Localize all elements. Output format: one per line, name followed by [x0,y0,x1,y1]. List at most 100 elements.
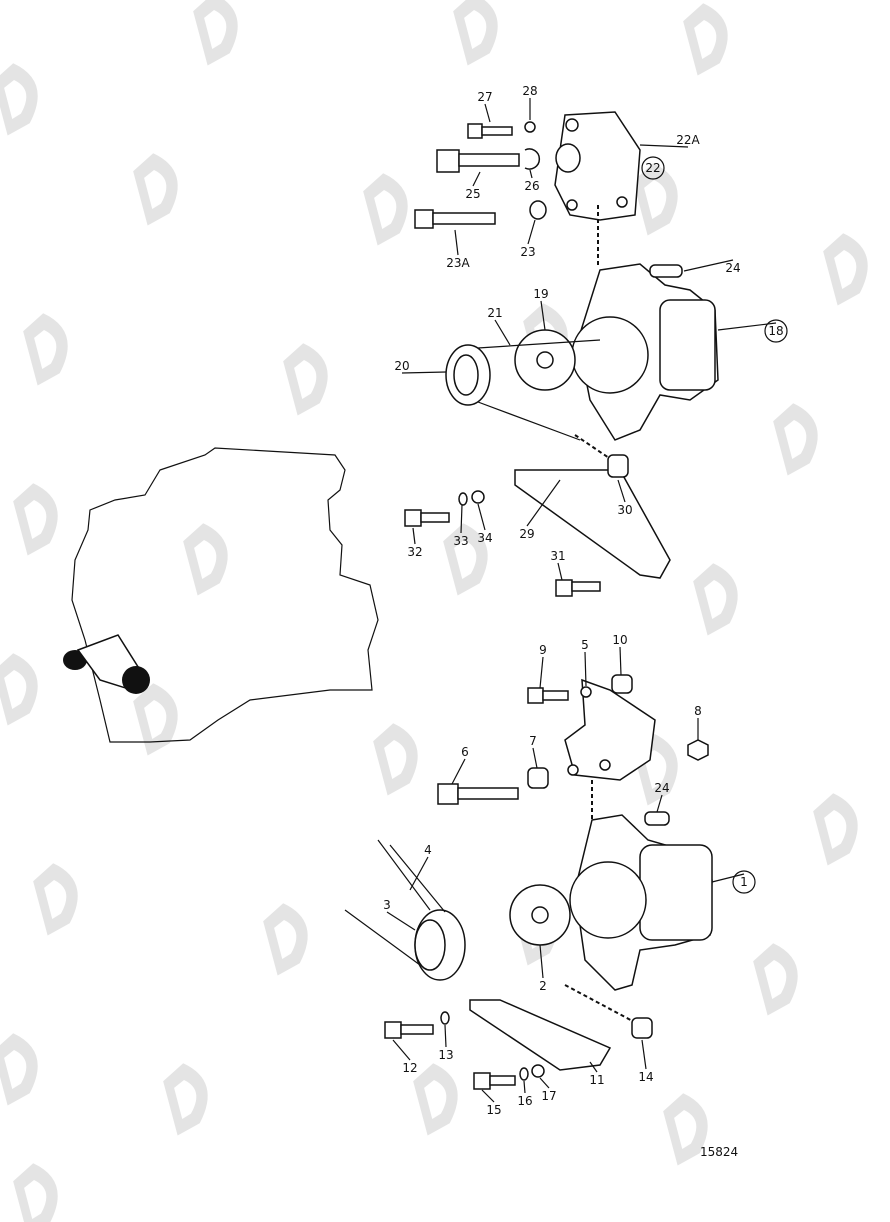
watermark-logo-icon [0,63,38,136]
part-label-upper: 31 [550,549,565,563]
leader-line [539,656,544,689]
pulley-3 [414,909,466,981]
part-label-upper: 29 [519,527,534,541]
part-label-upper: 32 [407,545,422,559]
belt-21 [477,339,601,441]
part-label-upper: 28 [522,84,537,98]
leader-line [532,747,538,769]
part-label-lower: 12 [402,1061,417,1075]
part-label-upper: 19 [533,287,548,301]
part-label-upper: 27 [477,90,492,104]
leader-line [683,259,734,272]
part-label-lower: 16 [517,1094,532,1108]
leader-line [617,479,626,503]
bushing-10 [611,674,633,694]
watermark-logo-icon [753,943,798,1016]
watermark-logo-icon [13,1163,58,1222]
leader-line [454,229,459,256]
drawing-number: 15824 [700,1145,738,1159]
part-label-lower: 11 [589,1073,604,1087]
upper-bracket-22A [554,111,641,221]
part-label-lower: 2 [539,979,547,993]
part-label-upper: 20 [394,359,409,373]
bushing-23 [529,200,547,220]
watermark-logo-icon [0,1033,38,1106]
bracket-30 [607,454,629,478]
part-label-upper: 33 [453,534,468,548]
leader-line [477,503,486,531]
leader-line [589,1061,598,1073]
belt-4 [344,839,446,966]
watermark-logo-icon [813,793,858,866]
part-label-lower: 15 [486,1103,501,1117]
nut-8 [687,739,709,761]
part-label-lower: 3 [383,898,391,912]
watermark-logo-icon [33,863,78,936]
leader-line [412,527,416,545]
engine-alternator-highlight [63,634,150,694]
bolt-32 [404,509,450,527]
leader-line [584,651,587,687]
part-label-upper: 23A [446,256,470,270]
adjusting-bar-29 [514,469,671,579]
washer-33 [458,492,468,506]
bolt-27 [467,123,513,139]
pin-24-upper [649,264,683,278]
watermark-logo-icon [283,343,328,416]
leader-line [539,944,544,979]
bracket-5 [564,678,656,781]
part-label-lower: 4 [424,843,432,857]
watermark-logo-icon [263,903,308,976]
pulley-20 [445,344,491,406]
part-label-upper: 30 [617,503,632,517]
watermark-logo-icon [773,403,818,476]
part-label-upper: 22A [676,133,700,147]
alternator-1 [569,814,713,991]
leader-line [386,911,416,931]
leader-line [481,1089,495,1103]
label-circle [732,870,756,894]
leader-line [619,646,622,676]
leader-line [444,1024,447,1048]
leader-line [557,562,563,581]
part-label-upper: 24 [725,261,740,275]
bolt-15 [473,1072,516,1090]
leader-line [529,169,533,179]
leader-line [460,504,463,534]
part-label-lower: 1 [740,875,748,889]
watermark-logo-icon [13,483,58,556]
leader-line [641,1039,647,1070]
fan-2 [509,884,571,946]
part-label-lower: 10 [612,633,627,647]
watermark-logo-icon [373,723,418,796]
leader-line [401,371,447,374]
leader-line [639,144,689,148]
part-label-upper: 23 [520,245,535,259]
part-label-lower: 6 [461,745,469,759]
washer-13 [440,1011,450,1025]
bolt-12 [384,1021,434,1039]
watermark-logo-icon [133,153,178,226]
washer-28 [524,121,536,133]
dashed-guide [564,984,641,1026]
adjusting-bar-11 [469,999,612,1071]
pin-24-lower [644,811,670,826]
part-label-lower: 5 [581,638,589,652]
part-label-lower: 24 [654,781,669,795]
part-label-upper: 21 [487,306,502,320]
bracket-14 [631,1017,653,1039]
leader-line [523,1080,526,1094]
watermark-logo-icon [823,233,868,306]
leader-line [717,322,777,331]
watermark-logo-icon [443,523,488,596]
leader-line [409,856,429,891]
leader-line [527,219,536,245]
watermark-logo-icon [453,0,498,66]
leader-line [451,758,466,785]
alternator-18 [571,263,719,441]
watermark-logo-icon [683,3,728,76]
part-label-upper: 26 [524,179,539,193]
leader-line [656,794,663,813]
